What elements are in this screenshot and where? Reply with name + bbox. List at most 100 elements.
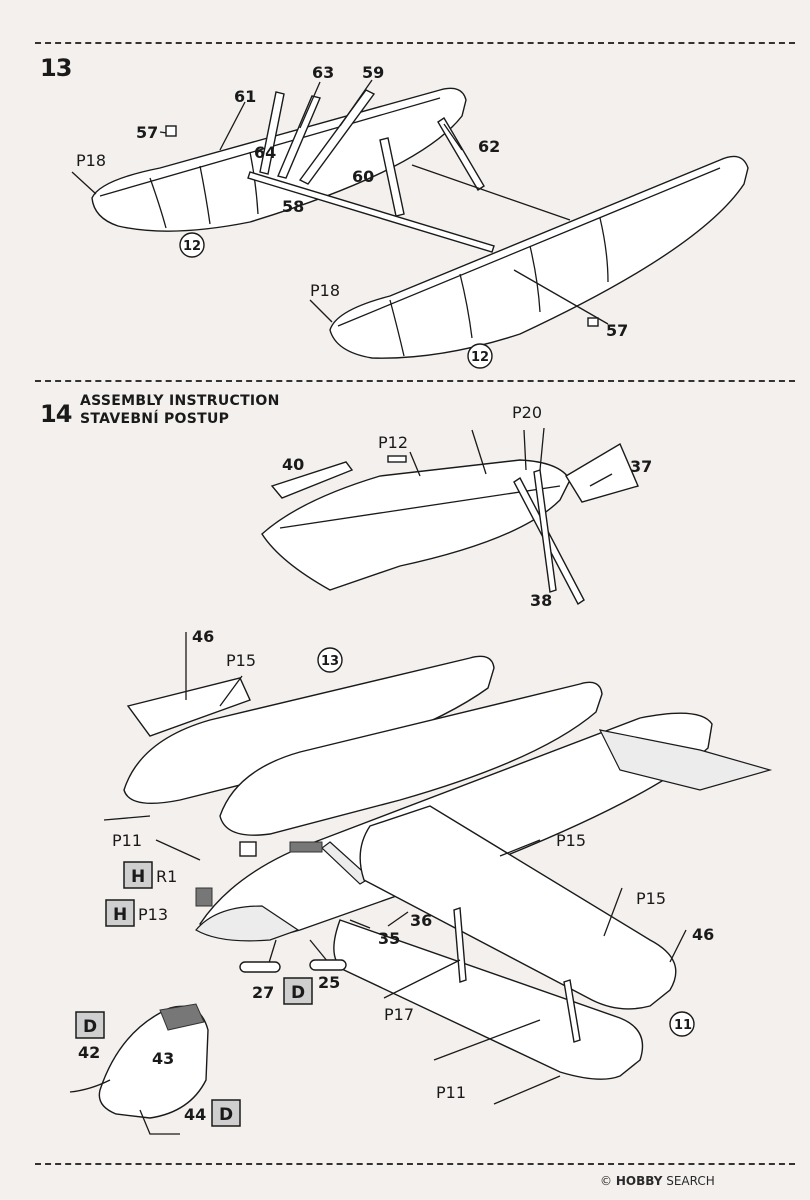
part-letter-box-h bbox=[105, 899, 135, 927]
label-p18: P18 bbox=[76, 151, 106, 170]
leader-line bbox=[539, 427, 545, 471]
label-42: 42 bbox=[78, 1043, 100, 1062]
box-d-letter: D bbox=[291, 983, 305, 1003]
label-p13: P13 bbox=[138, 905, 168, 924]
label-p15: P15 bbox=[636, 889, 666, 908]
strut-38b bbox=[533, 469, 557, 593]
leader-line bbox=[299, 81, 321, 129]
caption-line-en: ASSEMBLY INSTRUCTION bbox=[80, 393, 280, 409]
spreader-bar-58 bbox=[247, 171, 495, 253]
label-59: 59 bbox=[362, 63, 384, 82]
section-divider-middle bbox=[35, 380, 795, 382]
step-14-aircraft-illustration: 46 P15 13 P11 H R1 P15 H P13 36 35 P15 4… bbox=[103, 627, 773, 1105]
right-float-keel-line bbox=[337, 167, 721, 327]
panel-40 bbox=[270, 461, 354, 499]
label-r1: R1 bbox=[156, 867, 177, 886]
peg-57 bbox=[165, 125, 177, 137]
leader-line bbox=[471, 429, 487, 475]
left-float-rib bbox=[149, 177, 167, 229]
leader-line bbox=[411, 164, 571, 221]
left-float bbox=[91, 87, 467, 232]
callout-13: 13 bbox=[321, 654, 339, 669]
label-p18: P18 bbox=[310, 281, 340, 300]
leader-line bbox=[103, 815, 151, 821]
label-57: 57 bbox=[606, 321, 628, 340]
label-57: 57 bbox=[136, 123, 158, 142]
callout-circle-12 bbox=[179, 232, 205, 258]
label-p20: P20 bbox=[512, 403, 542, 422]
leader-line bbox=[433, 1019, 541, 1061]
watermark-brand: HOBBY bbox=[615, 1174, 663, 1188]
part-letter-box-h bbox=[123, 861, 153, 889]
part-r1 bbox=[239, 841, 257, 857]
box-d-letter: D bbox=[83, 1017, 97, 1037]
label-61: 61 bbox=[234, 87, 256, 106]
label-p17: P17 bbox=[384, 1005, 414, 1024]
label-p11: P11 bbox=[436, 1083, 466, 1102]
nose-cowl bbox=[195, 905, 300, 942]
watermark-rest: SEARCH bbox=[666, 1174, 715, 1188]
watermark: © HOBBY SEARCH bbox=[600, 1174, 715, 1188]
nose-hatch bbox=[159, 1003, 205, 1031]
caption-line-cz: STAVEBNÍ POSTUP bbox=[80, 411, 230, 427]
interplane-strut bbox=[563, 979, 581, 1043]
leader-line bbox=[523, 429, 527, 471]
leader-line bbox=[603, 887, 623, 937]
label-46: 46 bbox=[692, 925, 714, 944]
right-float-rib bbox=[599, 217, 609, 283]
callout-circle-11 bbox=[669, 1011, 695, 1037]
label-44: 44 bbox=[184, 1105, 206, 1124]
leader-line bbox=[443, 123, 463, 151]
upper-wing bbox=[359, 805, 677, 1010]
right-float-assembled bbox=[219, 681, 603, 836]
section-divider-top bbox=[35, 42, 795, 44]
watermark-symbol: © bbox=[600, 1174, 612, 1188]
step-13-illustration: 61 63 59 57 64 62 60 P18 58 12 P18 57 12 bbox=[71, 63, 749, 369]
leader-line bbox=[155, 839, 201, 861]
exhaust-25 bbox=[309, 959, 347, 971]
step-14-number: 14 bbox=[40, 400, 72, 428]
leader-line bbox=[409, 451, 421, 477]
label-p15: P15 bbox=[556, 831, 586, 850]
left-float-rib bbox=[199, 165, 211, 225]
label-64: 64 bbox=[254, 143, 276, 162]
callout-circle-12 bbox=[467, 343, 493, 369]
leader-line bbox=[589, 473, 613, 487]
label-37: 37 bbox=[630, 457, 652, 476]
nose-detail bbox=[98, 1005, 209, 1119]
exhaust-27 bbox=[239, 961, 281, 973]
label-40: 40 bbox=[282, 455, 304, 474]
peg-57 bbox=[587, 317, 599, 327]
label-62: 62 bbox=[478, 137, 500, 156]
strut-62 bbox=[437, 117, 485, 191]
leader-line bbox=[71, 171, 97, 195]
part-p12 bbox=[387, 455, 407, 463]
assembly-caption: ASSEMBLY INSTRUCTION STAVEBNÍ POSTUP bbox=[80, 392, 280, 428]
label-58: 58 bbox=[282, 197, 304, 216]
leader-line bbox=[309, 939, 329, 963]
leader-line bbox=[493, 1075, 561, 1105]
tail-plane bbox=[126, 677, 251, 737]
leader-line bbox=[499, 839, 541, 857]
right-float bbox=[329, 155, 749, 359]
part-letter-box-d bbox=[75, 1011, 105, 1039]
tailplane-37 bbox=[565, 442, 639, 503]
tail-rear bbox=[598, 729, 773, 791]
label-46: 46 bbox=[192, 627, 214, 646]
label-63: 63 bbox=[312, 63, 334, 82]
callout-12: 12 bbox=[471, 350, 489, 365]
leader-line bbox=[219, 101, 246, 151]
left-float-assembled bbox=[123, 655, 495, 805]
strut-63 bbox=[277, 95, 321, 179]
label-60: 60 bbox=[352, 167, 374, 186]
callout-11: 11 bbox=[674, 1018, 692, 1033]
box-d-letter: D bbox=[219, 1105, 233, 1125]
leader-line bbox=[339, 79, 373, 127]
cabane-strut bbox=[321, 841, 372, 885]
label-43: 43 bbox=[152, 1049, 174, 1068]
leader-line bbox=[387, 911, 409, 927]
nose-detail-inset: D 42 43 P11 44 D bbox=[69, 1003, 466, 1135]
part-letter-box-d bbox=[283, 977, 313, 1005]
fuselage-rear bbox=[261, 459, 571, 591]
